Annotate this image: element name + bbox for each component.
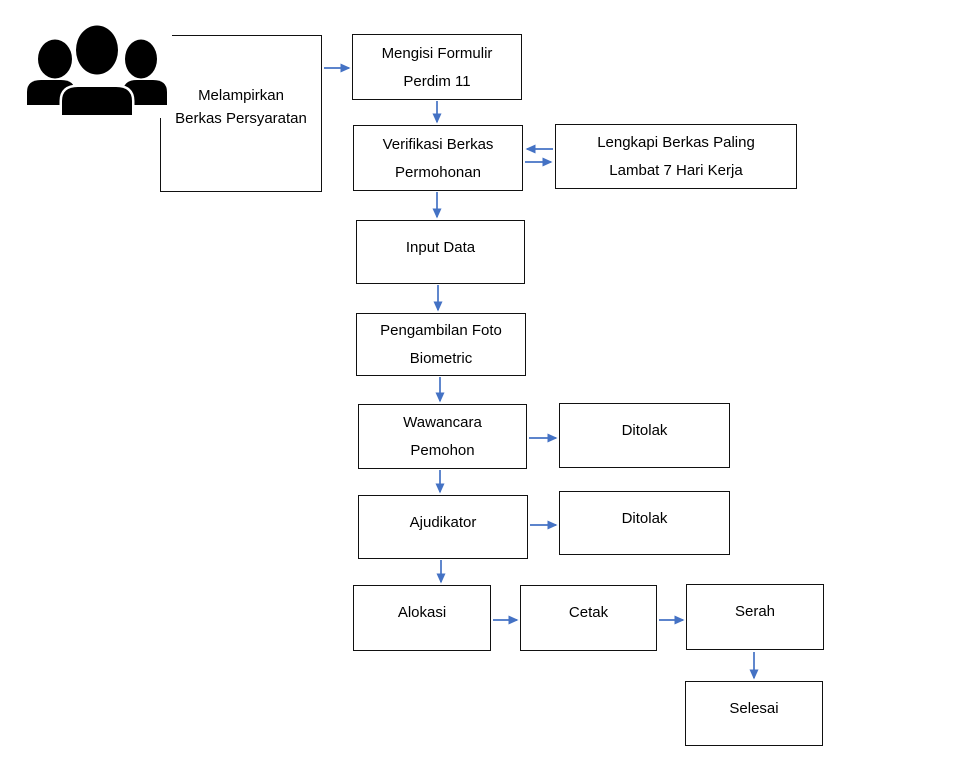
node-label: Ditolak	[621, 422, 668, 439]
node-ajudikator: Ajudikator	[358, 495, 528, 559]
node-label: Permohonan	[395, 163, 481, 181]
node-alokasi: Alokasi	[353, 585, 491, 651]
node-label: Pemohon	[410, 442, 475, 459]
node-label: Pengambilan Foto	[380, 322, 502, 339]
node-ditolak-1: Ditolak	[559, 403, 730, 468]
node-label: Lambat 7 Hari Kerja	[609, 162, 743, 179]
node-wawancara-pemohon: Wawancara Pemohon	[358, 404, 527, 469]
node-ditolak-2: Ditolak	[559, 491, 730, 555]
node-label: Lengkapi Berkas Paling	[597, 134, 755, 151]
node-serah: Serah	[686, 584, 824, 650]
node-label: Biometric	[409, 350, 473, 367]
people-group-icon	[22, 12, 172, 118]
node-label: Verifikasi Berkas	[382, 135, 494, 153]
node-label: Alokasi	[397, 604, 447, 621]
node-label: Ajudikator	[409, 514, 477, 531]
node-label: Wawancara	[403, 414, 482, 431]
node-label: Berkas Persyaratan	[175, 109, 307, 127]
node-label: Perdim 11	[403, 72, 471, 90]
node-mengisi-formulir: Mengisi Formulir Perdim 11	[352, 34, 522, 100]
node-input-data: Input Data	[356, 220, 525, 284]
node-melampirkan-berkas: Melampirkan Berkas Persyaratan	[160, 35, 322, 192]
node-label: Mengisi Formulir	[381, 44, 493, 62]
node-pengambilan-foto: Pengambilan Foto Biometric	[356, 313, 526, 376]
node-verifikasi-berkas: Verifikasi Berkas Permohonan	[353, 125, 523, 191]
node-label: Input Data	[405, 239, 476, 256]
node-label: Serah	[734, 603, 776, 620]
node-label: Cetak	[568, 604, 609, 621]
node-label: Melampirkan	[198, 86, 284, 104]
node-selesai: Selesai	[685, 681, 823, 746]
node-cetak: Cetak	[520, 585, 657, 651]
node-label: Ditolak	[621, 510, 668, 527]
node-lengkapi-berkas: Lengkapi Berkas Paling Lambat 7 Hari Ker…	[555, 124, 797, 189]
node-label: Selesai	[729, 700, 779, 717]
